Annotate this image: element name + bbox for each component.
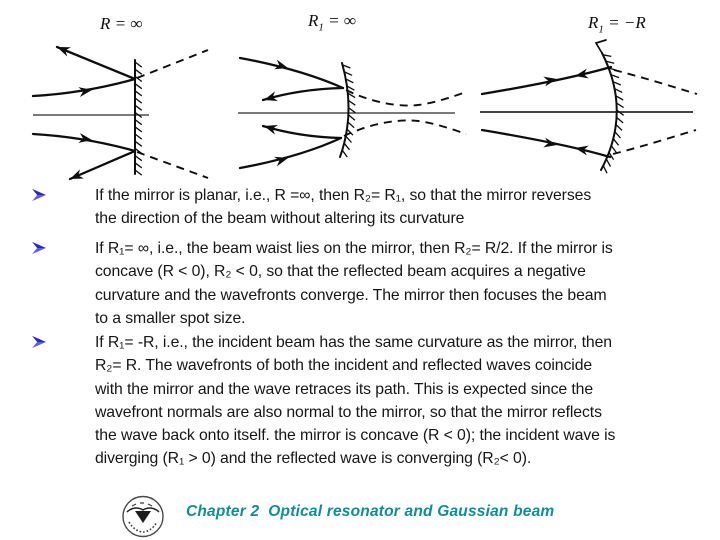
figure-label-3-eq: = −R xyxy=(603,13,646,32)
bullet-line: curvature and the wavefronts converge. T… xyxy=(95,286,607,304)
bullet-text: If R₁= ∞, i.e., the beam waist lies on t… xyxy=(95,237,700,330)
bullet-line: wavefront normals are also normal to the… xyxy=(95,403,602,421)
bullet-line: If the mirror is planar, i.e., R =∞, the… xyxy=(95,187,592,204)
bullet-line: with the mirror and the wave retraces it… xyxy=(95,380,594,398)
bullet-line: the wave back onto itself. the mirror is… xyxy=(95,427,616,445)
bullet-text: If the mirror is planar, i.e., R =∞, the… xyxy=(95,184,700,231)
incident-beam-top xyxy=(238,56,345,90)
figure-plane-mirror xyxy=(31,42,209,184)
figure-label-2-base: R xyxy=(308,11,319,30)
university-seal-logo xyxy=(122,495,164,538)
mirror-hatching xyxy=(341,64,356,158)
arrow-bullet-icon xyxy=(32,188,47,202)
reflected-beam-top xyxy=(55,45,137,81)
virtual-beam-top xyxy=(613,69,698,95)
mirror-top-tick xyxy=(594,39,607,54)
virtual-beam-top xyxy=(136,49,209,79)
bullet-line: R₂= R. The wavefronts of both the incide… xyxy=(95,357,593,375)
figure-label-2-eq: = ∞ xyxy=(323,11,356,30)
bullet-line: If R₁= ∞, i.e., the beam waist lies on t… xyxy=(95,240,613,257)
figure-label-1-eq: = ∞ xyxy=(110,14,143,33)
bullet-line: the direction of the beam without alteri… xyxy=(95,210,465,228)
bullet-text: If R₁= -R, i.e., the incident beam has t… xyxy=(95,331,700,471)
bullet-line: diverging (R₁ > 0) and the reflected wav… xyxy=(95,450,532,468)
arrow-bullet-icon xyxy=(32,241,47,255)
footer-chapter-title: Chapter 2 Optical resonator and Gaussian… xyxy=(186,503,555,520)
reflected-beam-bottom xyxy=(68,149,137,181)
figure-label-1-base: R xyxy=(100,14,111,33)
arrow-bullet-icon xyxy=(32,335,47,349)
figure-label-2: R1 = ∞ xyxy=(308,11,356,34)
figure-label-2-sub: 1 xyxy=(318,21,324,34)
incident-reflected-beam-bottom xyxy=(480,128,612,159)
figure-label-3-sub: 1 xyxy=(598,23,604,36)
focused-beam-top xyxy=(345,89,467,107)
curved-mirror xyxy=(339,62,350,158)
bullet-line: If R₁= -R, i.e., the incident beam has t… xyxy=(95,334,612,351)
reflected-beam-bottom xyxy=(261,124,343,140)
figure-waist-on-mirror xyxy=(238,56,467,170)
focused-beam-bottom xyxy=(343,119,467,137)
figure-label-1: R = ∞ xyxy=(100,14,142,34)
figure-label-3-base: R xyxy=(588,13,599,32)
figure-label-3: R1 = −R xyxy=(588,13,646,36)
reflected-beam-top xyxy=(261,86,345,102)
mirror-hatching xyxy=(602,54,624,174)
bullet-line: concave (R < 0), R₂ < 0, so that the ref… xyxy=(95,263,586,281)
virtual-beam-bottom xyxy=(612,129,697,155)
figure-strip xyxy=(31,39,698,184)
figure-retracing-mirror xyxy=(480,39,698,174)
mirror-hatching xyxy=(134,61,143,176)
incident-reflected-beam-top xyxy=(480,65,613,96)
bullet-line: to a smaller spot size. xyxy=(95,309,246,327)
incident-beam-bottom xyxy=(238,136,343,170)
virtual-beam-bottom xyxy=(136,151,209,179)
